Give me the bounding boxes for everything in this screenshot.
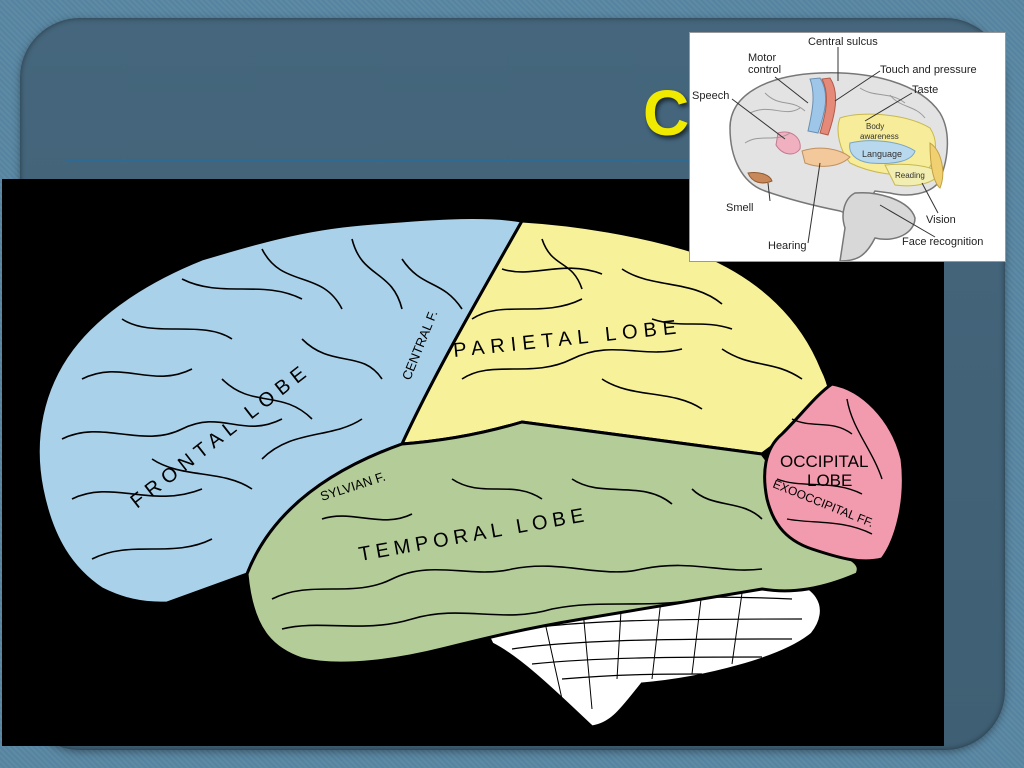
inset-face-recognition-label: Face recognition <box>902 236 983 248</box>
brain-functions-inset: Central sulcus Motor control Touch and p… <box>689 32 1006 262</box>
inset-touch-region <box>819 77 837 136</box>
inset-hearing-region <box>801 147 851 167</box>
inset-reading-label: Reading <box>895 171 925 180</box>
inset-motor-label-2: control <box>748 64 781 76</box>
inset-motor-region <box>807 77 827 134</box>
inset-brainstem <box>839 192 916 261</box>
inset-hearing-label: Hearing <box>768 240 807 252</box>
inset-central-sulcus-label: Central sulcus <box>808 36 878 48</box>
inset-taste-label: Taste <box>912 84 938 96</box>
inset-vision-region <box>929 142 944 189</box>
slide-title: C <box>643 77 690 149</box>
inset-vision-label: Vision <box>926 214 956 226</box>
occipital-lobe-label-line2: LOBE <box>807 471 852 490</box>
inset-smell-region <box>747 172 773 184</box>
inset-motor-label-1: Motor <box>748 52 776 64</box>
brain-lobes-diagram: FRONTAL LOBE PARIETAL LOBE TEMPORAL LOBE… <box>2 179 944 746</box>
inset-body-awareness-label-2: awareness <box>860 132 899 141</box>
brain-lobes-svg: FRONTAL LOBE PARIETAL LOBE TEMPORAL LOBE… <box>36 216 905 729</box>
inset-smell-label: Smell <box>726 202 754 214</box>
inset-body-awareness-label-1: Body <box>866 122 884 131</box>
inset-language-label: Language <box>862 149 902 159</box>
title-underline <box>66 160 706 162</box>
occipital-lobe-label-line1: OCCIPITAL <box>780 452 868 471</box>
occipital-lobe <box>763 382 905 563</box>
inset-language-region <box>849 140 916 164</box>
brain-functions-svg: Central sulcus Motor control Touch and p… <box>692 36 983 261</box>
inset-touch-label: Touch and pressure <box>880 64 977 76</box>
inset-speech-region <box>775 131 801 155</box>
inset-speech-label: Speech <box>692 90 729 102</box>
